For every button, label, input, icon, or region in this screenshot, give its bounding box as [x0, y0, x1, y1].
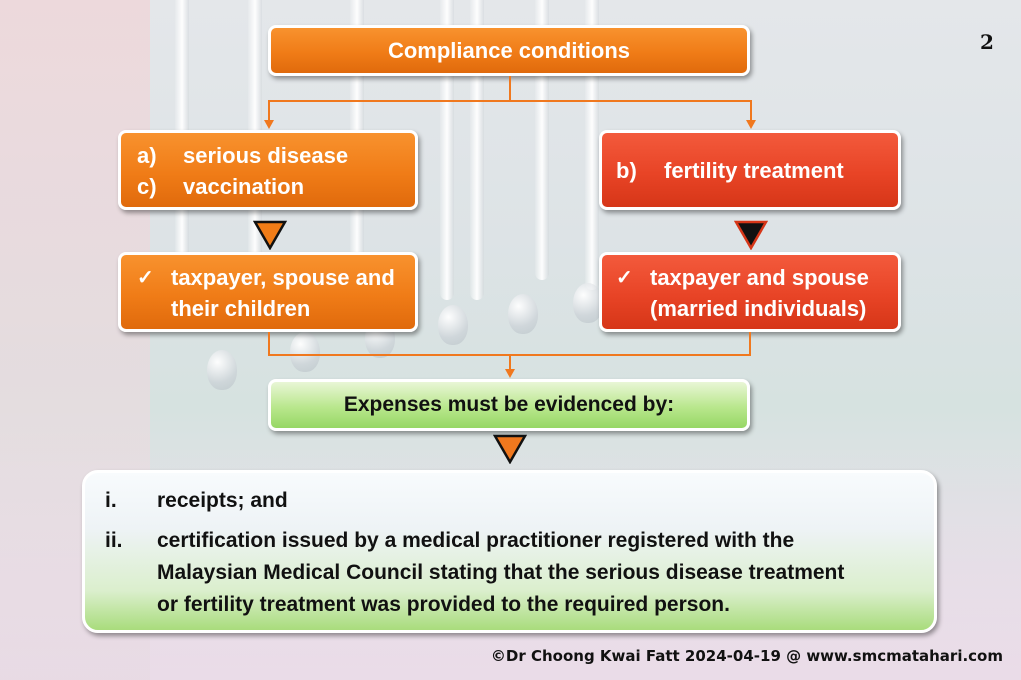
item-text-continuation: or fertility treatment was provided to t… — [85, 593, 934, 617]
evidence-heading: Expenses must be evidenced by: — [343, 393, 675, 416]
item-text: certification issued by a medical practi… — [157, 529, 795, 552]
item-marker: ii. — [105, 529, 123, 552]
droplet-illustration — [438, 305, 468, 345]
eligibility-text: (married individuals) — [650, 296, 867, 321]
eligibility-line: (married individuals) — [602, 296, 898, 322]
item-marker: i. — [105, 489, 117, 512]
connector-line — [509, 354, 511, 371]
down-triangle-icon — [734, 220, 768, 250]
connector-arrowhead — [264, 120, 274, 129]
fertility-treatment-box: b) fertility treatment — [599, 130, 901, 210]
serious-disease-vaccination-box: a) serious disease c) vaccination — [118, 130, 418, 210]
check-icon: ✓ — [137, 267, 154, 289]
eligibility-text: taxpayer, spouse and — [171, 265, 395, 290]
check-icon: ✓ — [616, 267, 633, 289]
connector-line — [750, 100, 752, 122]
eligible-persons-box: ✓ taxpayer, spouse and their children — [118, 252, 418, 332]
item-label: vaccination — [183, 174, 305, 199]
eligibility-line: ✓ taxpayer and spouse — [602, 265, 898, 291]
list-item: b) fertility treatment — [602, 158, 898, 184]
droplet-illustration — [573, 283, 603, 323]
item-marker: a) — [137, 143, 157, 168]
down-triangle-icon — [493, 434, 527, 464]
item-marker: c) — [137, 174, 157, 199]
item-label: fertility treatment — [664, 158, 844, 183]
connector-arrowhead — [746, 120, 756, 129]
droplet-illustration — [207, 350, 237, 390]
droplet-illustration — [290, 332, 320, 372]
evidence-requirements-box: i. receipts; and ii. certification issue… — [82, 470, 937, 633]
connector-line — [268, 100, 270, 122]
eligible-persons-box: ✓ taxpayer and spouse (married individua… — [599, 252, 901, 332]
connector-line — [268, 332, 270, 355]
connector-arrowhead — [505, 369, 515, 378]
page-number: 2 — [980, 30, 994, 54]
list-item: a) serious disease — [121, 143, 415, 169]
eligibility-line: their children — [121, 296, 415, 322]
item-label: serious disease — [183, 143, 349, 168]
down-triangle-icon — [253, 220, 287, 250]
list-item: c) vaccination — [121, 174, 415, 200]
eligibility-text: their children — [171, 296, 311, 321]
item-text: or fertility treatment was provided to t… — [157, 593, 730, 616]
connector-line — [749, 332, 751, 355]
item-text: receipts; and — [157, 489, 288, 512]
list-item: ii. certification issued by a medical pr… — [85, 529, 934, 553]
item-marker: b) — [616, 158, 637, 183]
spacer — [137, 296, 171, 322]
compliance-conditions-title: Compliance conditions — [387, 38, 631, 63]
eligibility-text: taxpayer and spouse — [650, 265, 869, 290]
item-text: Malaysian Medical Council stating that t… — [157, 561, 845, 584]
spacer — [105, 593, 157, 617]
connector-line — [268, 100, 752, 102]
evidence-heading-box: Expenses must be evidenced by: — [268, 379, 750, 431]
spacer — [105, 561, 157, 585]
spacer — [616, 296, 650, 322]
item-text-continuation: Malaysian Medical Council stating that t… — [85, 561, 934, 585]
connector-line — [509, 76, 511, 101]
droplet-illustration — [508, 294, 538, 334]
compliance-conditions-box: Compliance conditions — [268, 25, 750, 76]
footer-credit: ©Dr Choong Kwai Fatt 2024-04-19 @ www.sm… — [490, 647, 1003, 665]
list-item: i. receipts; and — [85, 489, 934, 513]
eligibility-line: ✓ taxpayer, spouse and — [121, 265, 415, 291]
